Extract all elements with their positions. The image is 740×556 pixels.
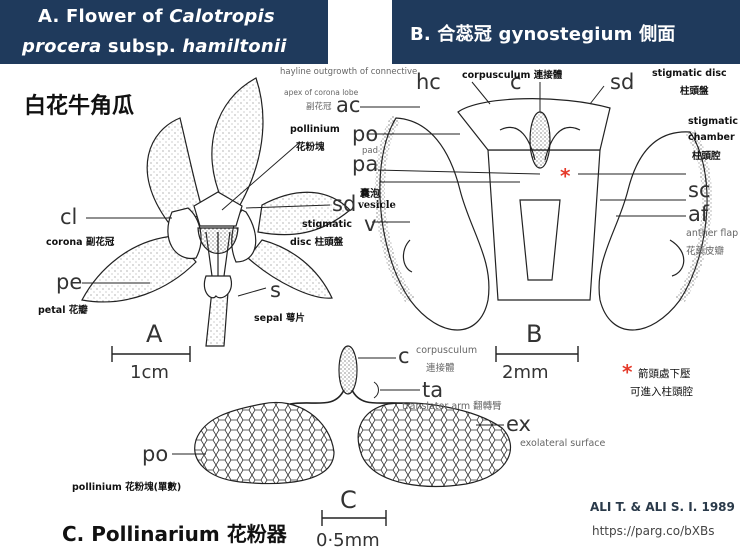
label-anther-flap: anther flap <box>686 228 739 239</box>
petal-lower-right <box>247 239 333 299</box>
label-pe: pe <box>56 270 83 294</box>
label-ex: ex <box>506 412 531 436</box>
label-stigmatic-disc-b: stigmatic disc <box>652 68 727 79</box>
label-corpusculum-c-zh: 連接體 <box>426 363 455 374</box>
label-af: af <box>688 202 709 226</box>
header-a-genus: Calotropis <box>169 6 275 27</box>
translator-arm-left <box>289 389 345 405</box>
label-po-c: po <box>142 442 169 466</box>
source-url[interactable]: https://parg.co/bXBs <box>592 524 715 538</box>
label-v: v <box>364 212 377 236</box>
petal-right <box>257 191 351 236</box>
label-pollinium-a-zh: 花粉塊 <box>296 142 325 153</box>
note-line2: 可進入柱頭腔 <box>630 386 693 398</box>
header-a-line1: A. Flower of Calotropis <box>38 6 275 27</box>
label-corona: corona 副花冠 <box>46 237 115 248</box>
label-pollinium-a: pollinium <box>290 124 340 135</box>
label-pollinium-c: pollinium 花粉塊(單數) <box>72 482 182 493</box>
corpusculum-b-en: corpusculum <box>462 70 531 81</box>
corpusculum-b <box>529 111 551 169</box>
corona-lobe-left <box>167 207 202 259</box>
pollinium-left <box>194 401 335 485</box>
header-panel-b: B. 合蕊冠 gynostegium 側面 <box>392 0 740 64</box>
label-vesicle: vesicle <box>358 200 396 211</box>
header-a-subsp: subsp. <box>101 36 183 57</box>
panel-b-letter: B <box>526 320 543 348</box>
petal-left <box>146 117 205 223</box>
label-chamber1: stigmatic <box>688 116 738 127</box>
header-a-prefix: A. Flower of <box>38 6 170 27</box>
pollinium-right <box>357 402 511 487</box>
flower-drawing <box>81 77 351 347</box>
label-apex-zh: 副花冠 <box>306 102 332 112</box>
label-petal: petal 花瓣 <box>38 305 88 316</box>
scale-c-label: 0·5mm <box>316 530 380 551</box>
gynostegium-drawing <box>374 98 713 331</box>
sepal <box>203 275 232 299</box>
label-c-c: c <box>398 344 410 368</box>
pollinarium-drawing <box>194 345 511 487</box>
label-sepal: sepal 萼片 <box>254 313 305 324</box>
credit-text: ALI T. & ALI S. I. 1989 <box>590 500 735 514</box>
label-ta: ta <box>422 378 444 402</box>
label-translator: translator arm 翻轉臂 <box>402 401 502 412</box>
stigmatic-disc-drawing <box>193 191 243 227</box>
label-sc: sc <box>688 178 711 202</box>
star-marker-b: * <box>560 164 571 188</box>
header-gap <box>328 0 392 64</box>
label-corpusculum-b: corpusculum 連接體 <box>462 67 562 81</box>
label-stigmatic-disc-b-zh: 柱頭盤 <box>680 86 709 97</box>
header-panel-a: A. Flower of Calotropis procera subsp. h… <box>0 0 328 64</box>
pedicel <box>205 289 229 347</box>
label-hyaline: hayline outgrowth of connective <box>280 67 418 77</box>
label-pa: pa <box>352 152 379 176</box>
label-c-b: c <box>510 70 522 94</box>
note-line1: 箭頭處下壓 <box>638 368 691 380</box>
label-exolateral: exolateral surface <box>520 438 606 449</box>
label-stigmatic-a1: stigmatic <box>302 219 352 230</box>
scale-bar-b <box>495 346 579 362</box>
scale-bar-c <box>321 510 387 526</box>
header-a-subspecies: hamiltonii <box>182 36 287 57</box>
panel-a-title-zh: 白花牛角瓜 <box>24 94 135 119</box>
corpusculum-b-zh: 連接體 <box>533 70 563 81</box>
scale-b-label: 2mm <box>502 362 549 383</box>
label-stigmatic-a2: disc 柱頭盤 <box>290 237 344 248</box>
header-a-line2: procera subsp. hamiltonii <box>22 36 287 57</box>
label-anther-flap-zh: 花藥皮瓣 <box>686 246 725 257</box>
label-apex: apex of corona lobe <box>284 88 359 97</box>
label-vesicle-zh: 囊泡 <box>360 189 380 200</box>
label-chamber2: chamber <box>688 132 735 143</box>
anther-left <box>379 117 490 331</box>
label-po-b: po <box>352 122 379 146</box>
panel-c-letter: C <box>340 486 357 514</box>
header-b-title: B. 合蕊冠 gynostegium 側面 <box>410 24 676 45</box>
corpusculum-c <box>338 345 358 395</box>
scale-a-label: 1cm <box>130 362 169 383</box>
header-a-species: procera <box>22 36 102 57</box>
label-sd-b: sd <box>610 70 635 94</box>
label-corpusculum-c: corpusculum <box>416 345 478 356</box>
scale-bar-a <box>111 346 191 362</box>
label-chamber-zh: 柱頭腔 <box>692 151 721 162</box>
label-pad: pad <box>362 146 378 156</box>
petal-top <box>211 77 264 206</box>
petal-lower-left <box>81 235 197 303</box>
panel-a-letter: A <box>146 320 163 348</box>
label-s: s <box>270 278 281 302</box>
label-hc: hc <box>416 70 441 94</box>
label-sd-a: sd <box>332 192 357 216</box>
label-ac: ac <box>336 93 361 117</box>
label-cl: cl <box>60 205 78 229</box>
panel-c-title: C. Pollinarium 花粉器 <box>62 522 287 546</box>
star-note-icon: * <box>622 360 633 384</box>
